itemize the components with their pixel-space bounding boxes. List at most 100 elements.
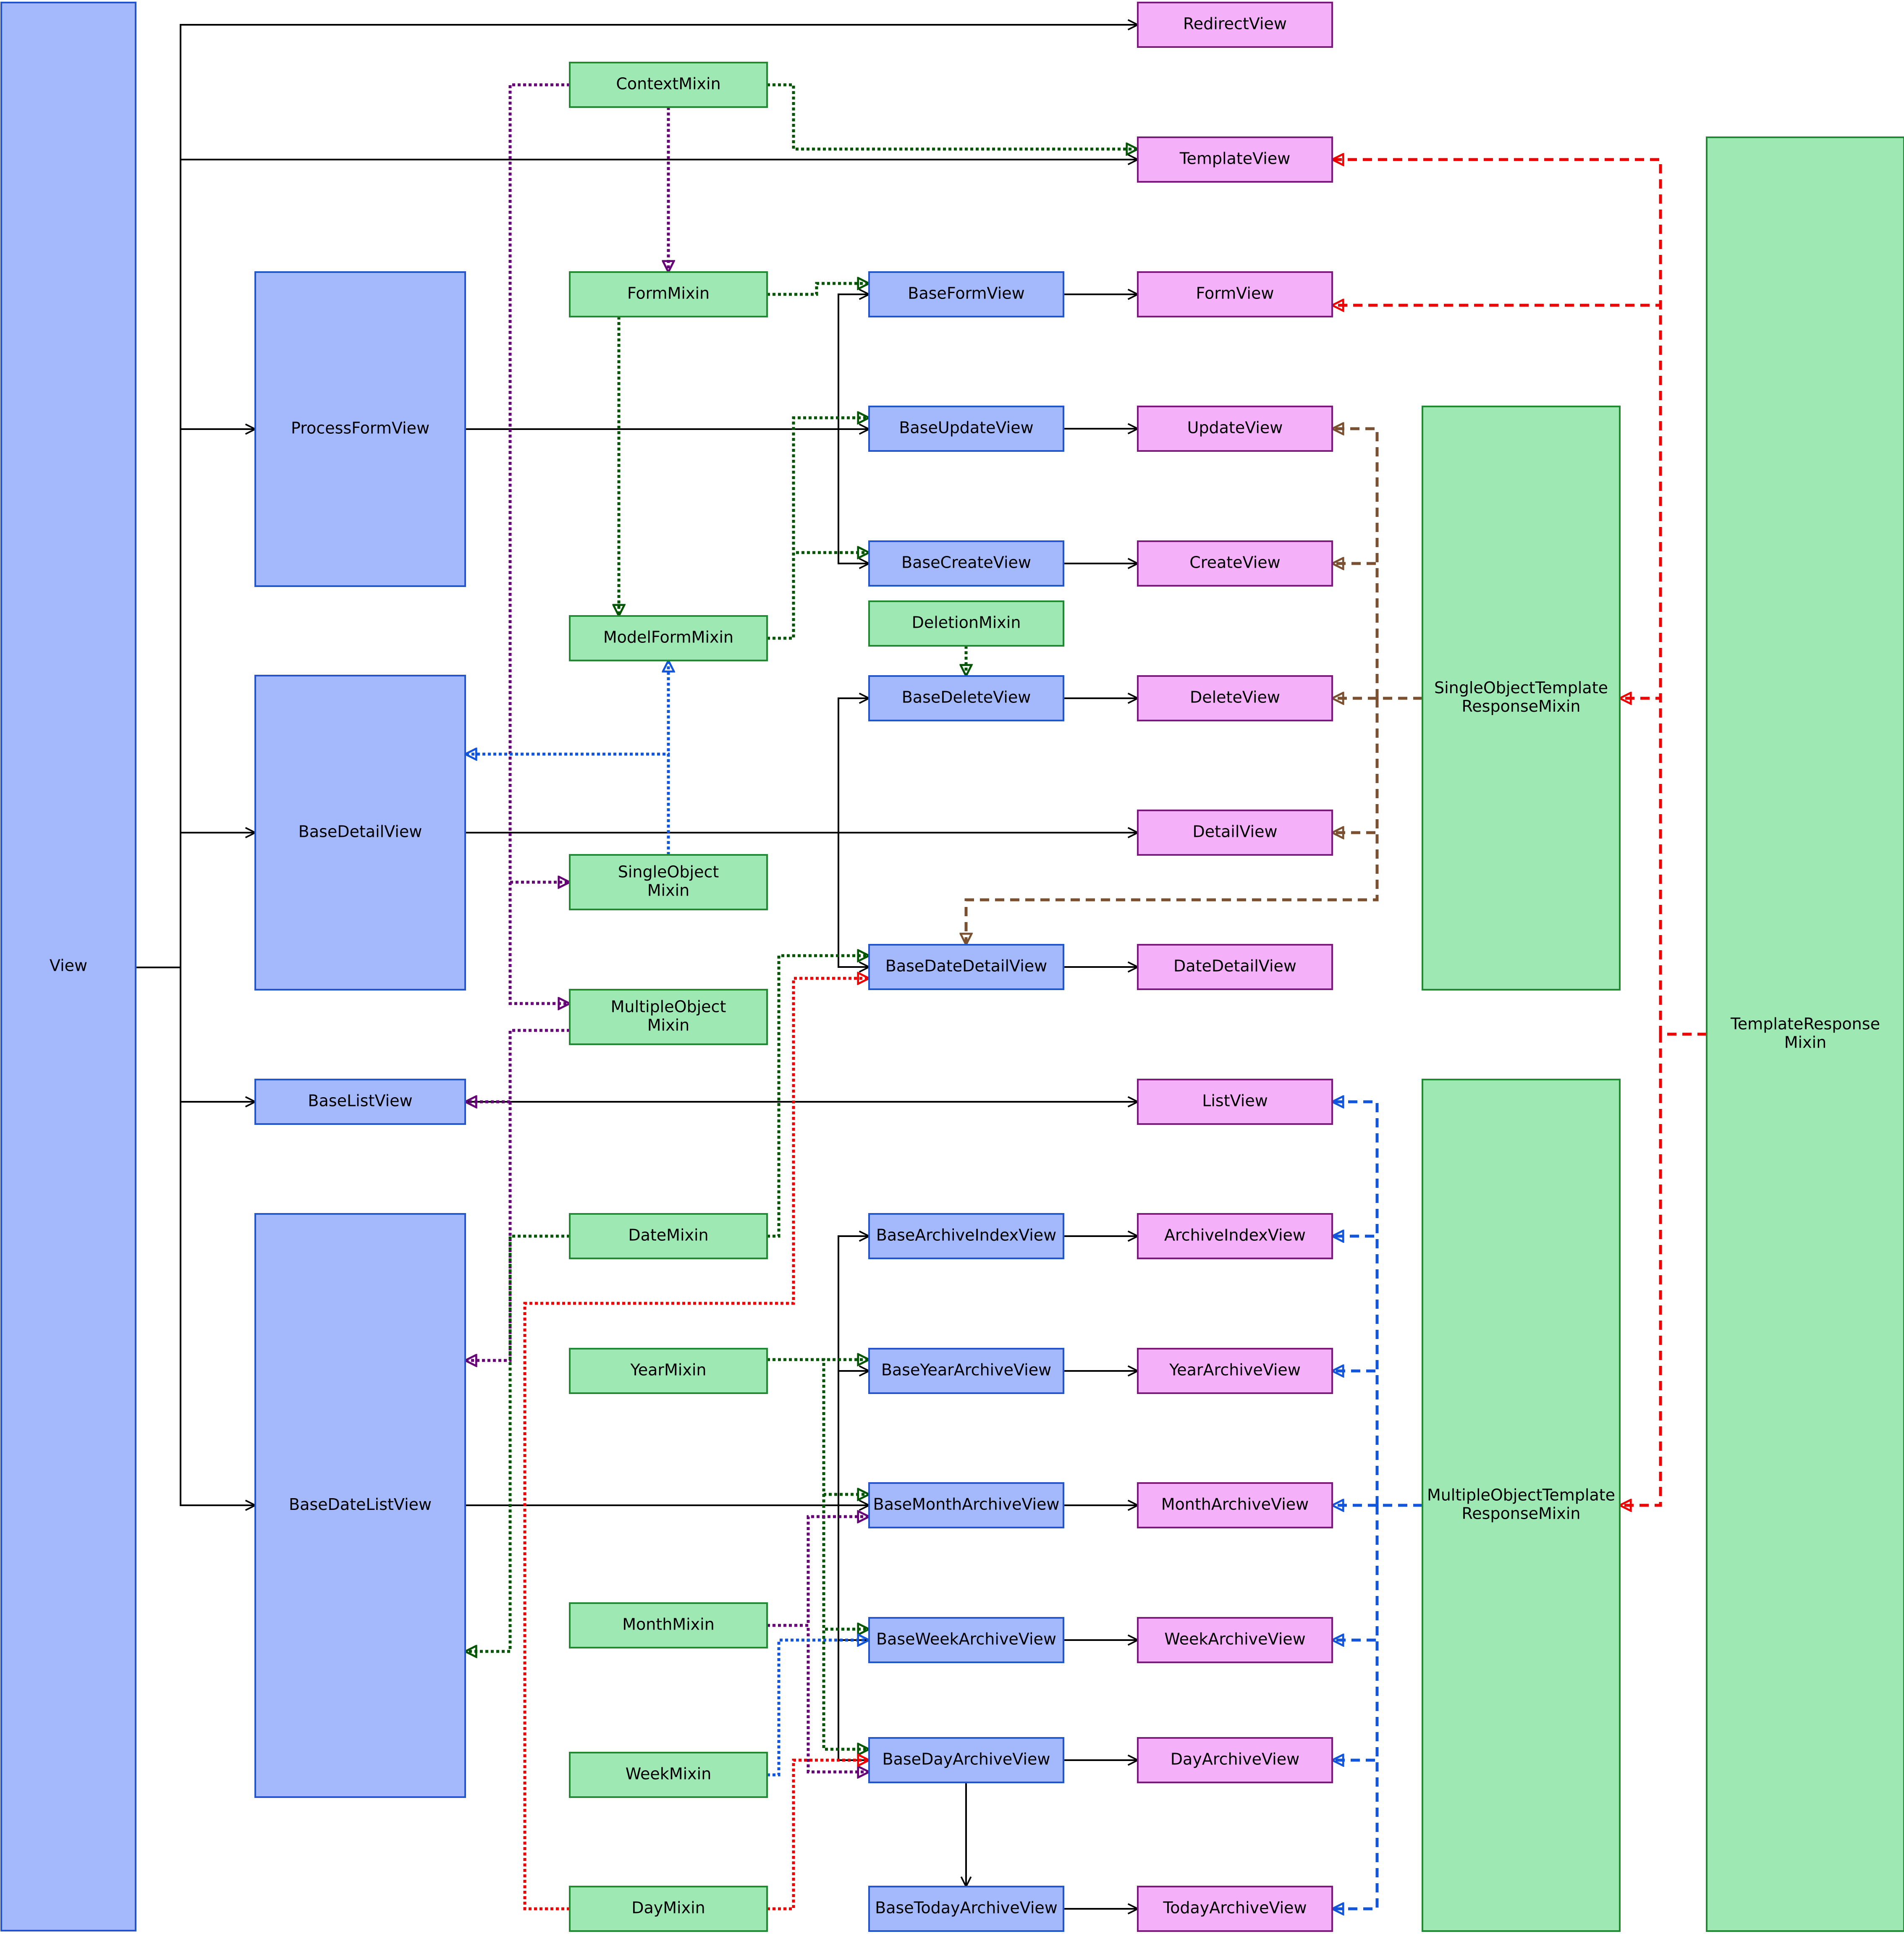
edge-contextmixin-to-templateview [767,83,1138,149]
node-box [868,944,1064,990]
edge-datemixin-to-basedatelistview [465,1234,570,1651]
node-label: BaseListView [308,1092,412,1110]
node-box [868,600,1064,647]
node-basedeleteview: BaseDeleteView [868,675,1064,721]
node-label: ListView [1202,1092,1268,1110]
node-label: ResponseMixin [1462,697,1581,715]
edge-multipleobjecttemplateresponsemixin-to-yeararchiveview [1332,1371,1422,1507]
edge-templateresponsemixin-to-singleobjecttemplateresponsemixin [1620,698,1707,1036]
node-createview: CreateView [1137,540,1333,587]
node-box [1137,136,1333,183]
node-label: BaseDeleteView [902,688,1031,707]
edge-daymixin-to-basedatedetailview [523,978,869,1910]
node-label: BaseUpdateView [899,419,1033,437]
node-basetodayarchiveview: BaseTodayArchiveView [868,1886,1064,1932]
node-basemontharchiveview: BaseMonthArchiveView [868,1482,1064,1528]
edge-monthmixin-to-basemontharchiveview [767,1517,869,1627]
node-box [1137,406,1333,452]
node-label: BaseCreateView [901,553,1031,572]
node-label: MonthArchiveView [1161,1495,1309,1514]
edge-yearmixin-to-baseweekarchiveview [767,1358,869,1629]
node-box [1137,675,1333,721]
node-label: FormView [1196,284,1274,303]
node-label: BaseYearArchiveView [881,1361,1051,1379]
node-box [1137,271,1333,317]
node-box [254,1213,466,1798]
node-label: BaseDetailView [299,823,422,841]
node-box [254,675,466,991]
node-label: ProcessFormView [291,419,430,438]
node-templateview: TemplateView [1137,136,1333,183]
node-label: UpdateView [1187,419,1283,437]
edge-basedetailview-to-basedatedetailview [465,832,869,967]
node-baseweekarchiveview: BaseWeekArchiveView [868,1617,1064,1663]
node-label: BaseWeekArchiveView [876,1630,1056,1648]
node-label: DayArchiveView [1171,1750,1299,1769]
edge-singleobjecttemplateresponsemixin-to-updateview [1332,429,1422,700]
node-formmixin: FormMixin [569,271,768,317]
node-basearchiveindexview: BaseArchiveIndexView [868,1213,1064,1259]
edge-datemixin-to-basedatedetailview [767,956,869,1238]
node-yearmixin: YearMixin [569,1348,768,1394]
node-label: ArchiveIndexView [1164,1226,1306,1245]
node-label: MultipleObject [611,998,726,1016]
node-basedayarchiveview: BaseDayArchiveView [868,1737,1064,1783]
node-box [868,1213,1064,1259]
node-box [868,271,1064,317]
node-yeararchiveview: YearArchiveView [1137,1348,1333,1394]
node-datemixin: DateMixin [569,1213,768,1259]
node-label: FormMixin [627,284,710,303]
edge-multipleobjectmixin-to-basedatelistview [465,1029,570,1360]
node-baseformview: BaseFormView [868,271,1064,317]
node-label: DeletionMixin [912,613,1021,632]
node-box [1137,1617,1333,1663]
node-box [569,854,768,910]
edge-modelformmixin-to-baseupdateview [767,418,869,640]
node-box [0,2,136,1931]
node-label: CreateView [1189,553,1280,572]
node-box [569,1886,768,1932]
edge-view-to-baselistview [136,967,255,1102]
node-label: WeekArchiveView [1164,1630,1305,1648]
edge-view-to-processformview [136,429,255,968]
node-label: SingleObject [618,863,719,881]
edge-multipleobjecttemplateresponsemixin-to-archiveindexview [1332,1236,1422,1507]
node-label: TodayArchiveView [1163,1899,1307,1917]
edge-singleobjectmixin-to-basedetailview [465,754,670,855]
node-label: DateMixin [628,1226,708,1245]
node-box [1137,1213,1333,1259]
node-daymixin: DayMixin [569,1886,768,1932]
edge-yearmixin-to-basedayarchiveview [767,1358,869,1749]
node-label: DateDetailView [1173,957,1296,975]
node-baseyeararchiveview: BaseYearArchiveView [868,1348,1064,1394]
node-box [868,1348,1064,1394]
node-label: BaseMonthArchiveView [873,1495,1060,1514]
node-baseupdateview: BaseUpdateView [868,406,1064,452]
node-basecreateview: BaseCreateView [868,540,1064,587]
node-weekmixin: WeekMixin [569,1752,768,1798]
node-box [1422,406,1621,991]
node-label: ResponseMixin [1462,1504,1581,1523]
node-box [1137,2,1333,48]
node-box [569,1602,768,1648]
node-label: DayMixin [631,1899,705,1917]
node-box [254,1079,466,1125]
node-box [1706,136,1904,1932]
node-box [1137,1886,1333,1932]
node-dayarchiveview: DayArchiveView [1137,1737,1333,1783]
node-box [569,62,768,108]
node-label: BaseDateListView [289,1495,432,1514]
node-box [868,1482,1064,1528]
node-box [1137,540,1333,587]
node-box [1137,944,1333,990]
edge-contextmixin-to-multipleobjectmixin [508,83,570,1004]
node-contextmixin: ContextMixin [569,62,768,108]
node-montharchiveview: MonthArchiveView [1137,1482,1333,1528]
node-box [569,1348,768,1394]
edge-multipleobjectmixin-to-baselistview [465,1029,570,1102]
node-view: View [0,2,136,1931]
edge-singleobjecttemplateresponsemixin-to-createview [1332,563,1422,700]
